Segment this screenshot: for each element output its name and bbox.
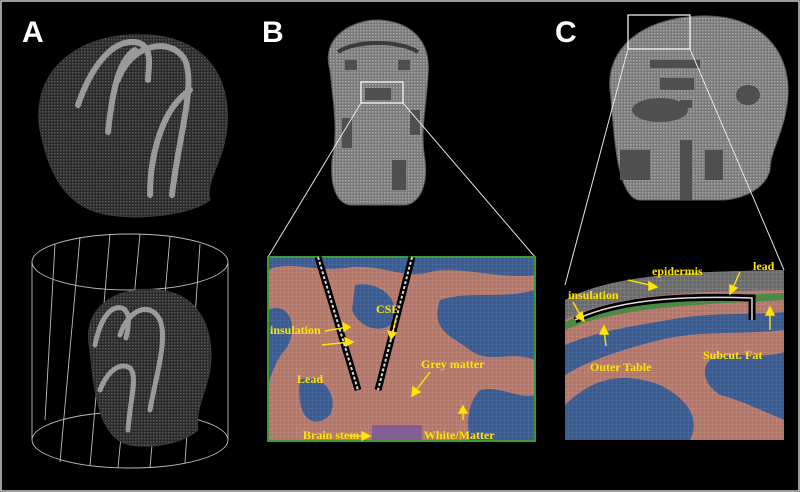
label-insulation-c: insulation bbox=[568, 288, 619, 302]
panel-b-arrows bbox=[321, 317, 469, 442]
panel-b-letter: B bbox=[262, 16, 284, 49]
zoom-box-c bbox=[627, 14, 691, 50]
head-model-bottom bbox=[88, 288, 212, 447]
electrode-leads-top bbox=[75, 38, 193, 198]
label-white-matter: White/Matter bbox=[424, 428, 495, 442]
head-model-top bbox=[38, 34, 228, 218]
zoom-inset-c bbox=[565, 270, 784, 440]
label-epidermis: epidermis bbox=[652, 264, 703, 278]
label-insulation-b: insulation bbox=[270, 323, 321, 337]
panel-b bbox=[267, 19, 536, 442]
label-brain-stem: Brain stem bbox=[303, 428, 360, 442]
sagittal-structures bbox=[620, 60, 760, 200]
panel-c-arrows bbox=[572, 271, 776, 347]
panel-a-letter: A bbox=[22, 16, 44, 49]
zoom-box-b bbox=[360, 81, 404, 104]
panel-a bbox=[31, 34, 229, 469]
coronal-structures bbox=[342, 60, 420, 190]
label-subcut-fat: Subcut. Fat bbox=[703, 348, 763, 362]
label-lead-c: lead bbox=[753, 259, 775, 273]
panel-c-letter: C bbox=[555, 16, 577, 49]
label-outer-table: Outer Table bbox=[590, 360, 652, 374]
zoom-inset-b bbox=[267, 255, 536, 442]
label-lead-b: Lead bbox=[297, 372, 324, 386]
label-csf: CSF bbox=[376, 302, 399, 316]
panel-c bbox=[564, 14, 789, 440]
electrode-leads-bottom bbox=[92, 305, 166, 433]
label-grey-matter: Grey matter bbox=[421, 357, 485, 371]
